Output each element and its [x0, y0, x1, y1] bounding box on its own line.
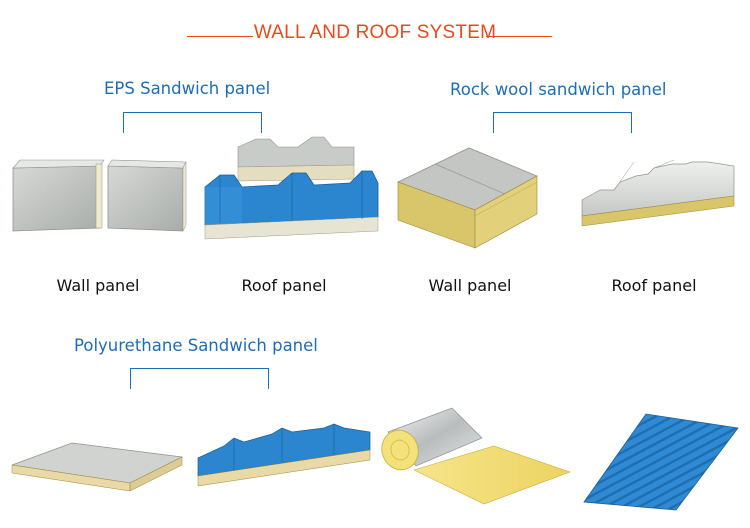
- eps-roof-panel-caption: Roof panel: [241, 276, 327, 295]
- title-rule-left: [187, 36, 253, 37]
- rockwool-section-bracket: [493, 112, 632, 133]
- rockwool-wall-panel-caption: Wall panel: [428, 276, 512, 295]
- pu-roof-panel-image: [197, 423, 371, 487]
- rockwool-roof-panel-image: [581, 159, 735, 227]
- corrugated-steel-sheet-image: [583, 413, 739, 511]
- glass-wool-roll-image: [381, 407, 571, 505]
- eps-wall-panel-caption: Wall panel: [56, 276, 140, 295]
- pu-wall-panel-image: [11, 442, 184, 492]
- pu-section-bracket: [130, 368, 269, 389]
- eps-section-title: EPS Sandwich panel: [104, 79, 271, 98]
- eps-section-bracket: [123, 112, 262, 133]
- pu-section-title: Polyurethane Sandwich panel: [74, 336, 318, 355]
- rockwool-roof-panel-caption: Roof panel: [611, 276, 697, 295]
- rockwool-wall-panel-image: [396, 147, 538, 249]
- title-rule-right: [486, 36, 552, 37]
- rockwool-section-title: Rock wool sandwich panel: [450, 80, 667, 99]
- eps-wall-panel-image: [12, 159, 187, 232]
- eps-roof-panel-image: [204, 136, 379, 240]
- page-title: WALL AND ROOF SYSTEM: [253, 22, 497, 43]
